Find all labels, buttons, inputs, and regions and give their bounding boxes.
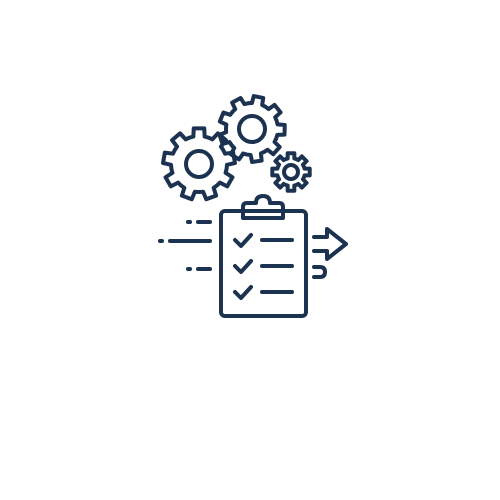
clipboard-icon (219, 194, 308, 318)
gear-small-icon (270, 151, 312, 193)
gear-large-icon (161, 126, 237, 202)
checkmark-icon (233, 233, 253, 248)
checklist-row (233, 259, 294, 274)
checkmark-icon (233, 285, 253, 300)
gear-medium-icon (217, 94, 287, 164)
checklist-row (233, 233, 294, 248)
speed-lines (158, 220, 212, 271)
arrow-right-icon (312, 227, 348, 279)
checklist-row (233, 285, 294, 300)
checkmark-icon (233, 259, 253, 274)
